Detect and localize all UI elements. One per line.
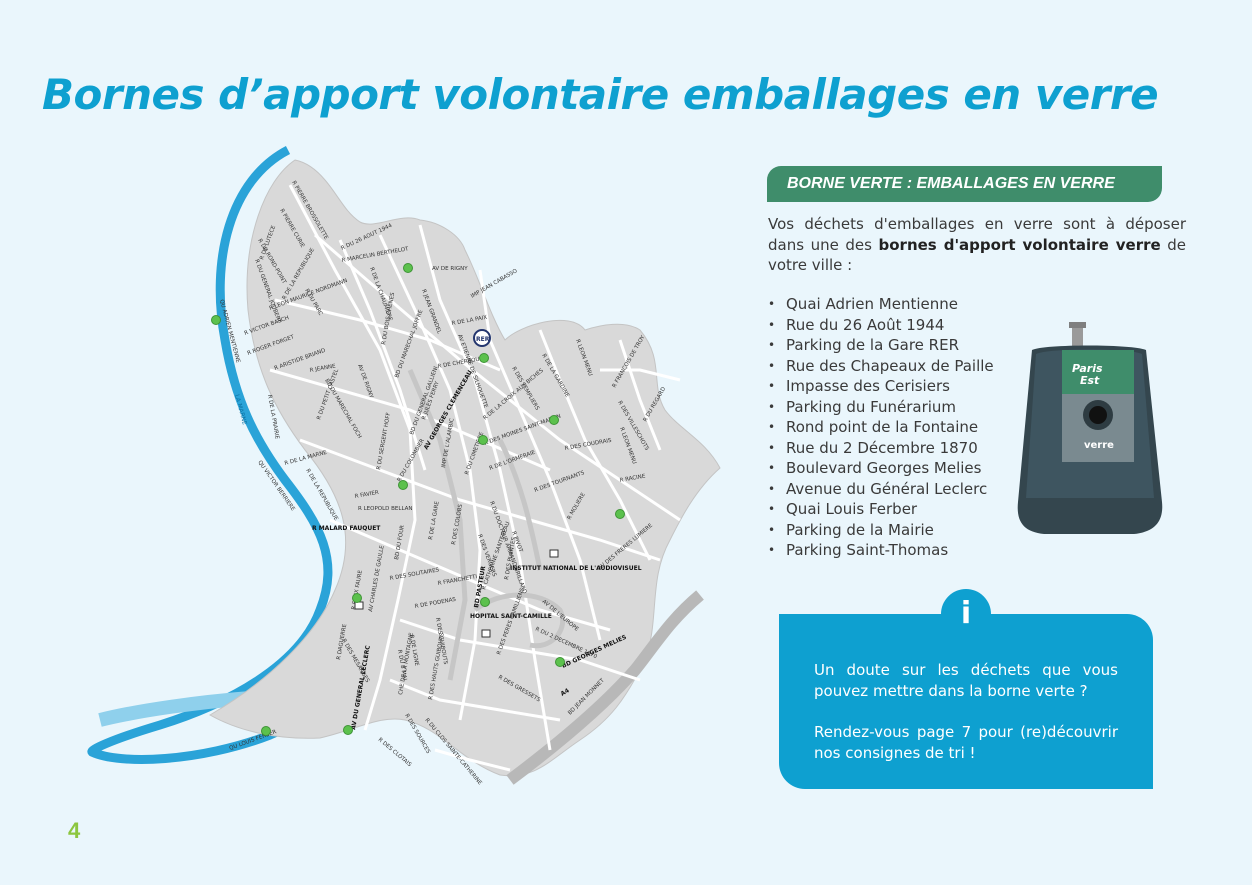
glass-bin-marker — [211, 315, 221, 325]
glass-bin-marker — [478, 435, 488, 445]
map-street: R JEANNE — [309, 363, 336, 374]
bin-pipe-cap — [1069, 322, 1086, 328]
glass-bin-marker — [261, 726, 271, 736]
map-street: R DES CLOTAIS — [377, 737, 413, 769]
main-roads — [407, 369, 566, 681]
map-street: R LEOPOLD BELLAN — [358, 506, 413, 512]
location-item: Rue du 26 Août 1944 — [768, 315, 994, 336]
bin-pipe — [1072, 326, 1083, 350]
map-street: R MALARD FAUQUET — [312, 525, 381, 532]
glass-bin-marker — [615, 509, 625, 519]
town-area — [208, 159, 721, 777]
info-box — [779, 614, 1153, 789]
rer-label: RER — [476, 336, 490, 343]
glass-bin-marker — [479, 353, 489, 363]
location-item: Rue du 2 Décembre 1870 — [768, 438, 994, 459]
glass-bin-marker — [343, 725, 353, 735]
location-item: Parking de la Gare RER — [768, 335, 994, 356]
location-item: Avenue du Général Leclerc — [768, 479, 994, 500]
locations-list: Quai Adrien Mentienne Rue du 26 Août 194… — [768, 294, 994, 561]
map-street: R DU 8 MAI — [396, 649, 407, 681]
institute-building-icon — [549, 549, 559, 558]
info-referral: Rendez-vous page 7 pour (re)découvrir no… — [814, 723, 1118, 762]
river-bank — [98, 691, 251, 727]
map-street: INSTITUT NATIONAL DE L'AUDIOVISUEL — [510, 565, 642, 572]
intro-text: Vos déchets d'emballages en verre sont à… — [768, 214, 1186, 276]
city-map: R PIERRE BROSSOLETTE R PIERRE CURIE R DU… — [80, 140, 760, 800]
map-street: AV DE RIGNY — [432, 266, 468, 272]
a4-highway — [506, 590, 704, 785]
map-street: HOPITAL SAINT-CAMILLE — [470, 613, 552, 620]
intro-after: de votre ville : — [768, 235, 1186, 275]
location-item: Quai Louis Ferber — [768, 499, 994, 520]
info-icon: i — [941, 589, 991, 639]
glass-bin-marker — [480, 597, 490, 607]
glass-bin-marker — [549, 415, 559, 425]
location-item: Rond point de la Fontaine — [768, 417, 994, 438]
location-item: Boulevard Georges Melies — [768, 458, 994, 479]
location-item: Parking Saint-Thomas — [768, 540, 994, 561]
location-item: Rue des Chapeaux de Paille — [768, 356, 994, 377]
bin-brand-line1: Paris — [1072, 362, 1103, 375]
location-item: Quai Adrien Mentienne — [768, 294, 994, 315]
bin-brand-line2: Est — [1080, 374, 1100, 387]
rer-station-icon — [473, 329, 491, 347]
location-item: Parking du Funérarium — [768, 397, 994, 418]
section-tag: BORNE VERTE : EMBALLAGES EN VERRE — [767, 166, 1162, 202]
map-street: R FAVIER — [354, 490, 379, 500]
location-item: Parking de la Mairie — [768, 520, 994, 541]
bin-green-top — [1062, 350, 1134, 394]
mairie-building-icon — [354, 601, 364, 610]
bin-opening — [1089, 406, 1107, 424]
page-number: 4 — [68, 818, 81, 843]
page-title: Bornes d’apport volontaire emballages en… — [42, 70, 1159, 119]
glass-bin-illustration: Paris Est verre — [1014, 322, 1164, 540]
hospital-building-icon — [481, 629, 491, 638]
map-svg: R PIERRE BROSSOLETTE R PIERRE CURIE R DU… — [87, 146, 721, 787]
bin-label: verre — [1084, 440, 1114, 451]
glass-bin-marker — [352, 593, 362, 603]
glass-bin-marker — [398, 480, 408, 490]
glass-bin-markers — [211, 263, 625, 736]
map-street: R RACINE — [619, 473, 646, 483]
map-street: R DE LIGNE — [408, 634, 419, 667]
info-text: Un doute sur les déchets que vous pouvez… — [814, 660, 1118, 784]
road-network — [269, 184, 681, 772]
location-item: Impasse des Cerisiers — [768, 376, 994, 397]
map-street: A4 — [560, 687, 571, 697]
info-question: Un doute sur les déchets que vous pouvez… — [814, 661, 1118, 700]
glass-bin-marker — [555, 657, 565, 667]
intro-bold: bornes d'apport volontaire verre — [878, 235, 1161, 254]
glass-bin-marker — [403, 263, 413, 273]
intro-before: Vos déchets d'emballages en verre sont à… — [768, 215, 1186, 254]
glass-bin-svg: Paris Est verre — [1017, 322, 1163, 534]
